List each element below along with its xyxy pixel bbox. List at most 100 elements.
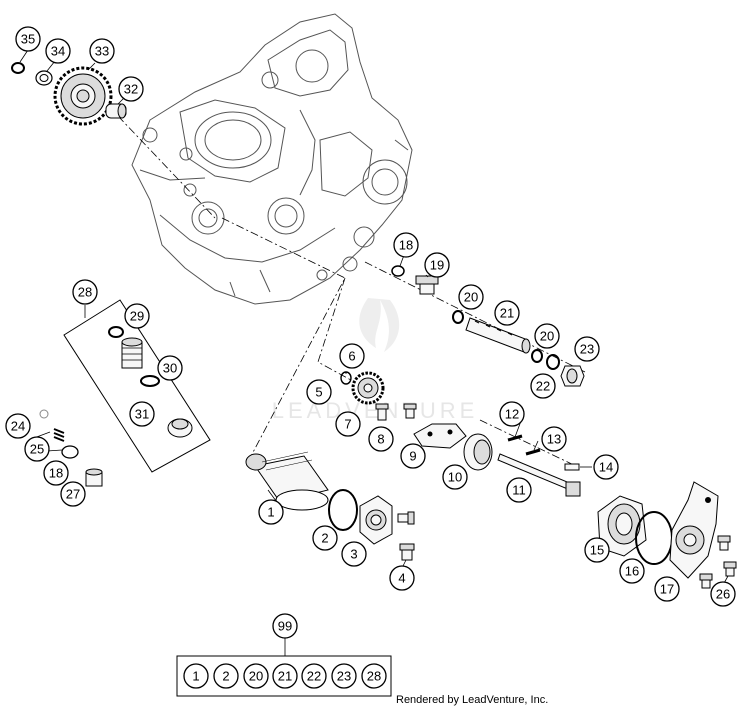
- kit-item-20: 20: [243, 663, 269, 689]
- svg-text:23: 23: [580, 342, 594, 357]
- part-10-pump-rotor: [463, 433, 493, 471]
- part-9-cover-plate: [413, 423, 467, 449]
- part-34-washer: [35, 70, 53, 86]
- svg-text:17: 17: [660, 582, 674, 597]
- callout-7: 7: [335, 411, 361, 437]
- svg-text:18: 18: [399, 238, 413, 253]
- part-20-oring-a: [452, 310, 464, 324]
- callout-19: 19: [424, 252, 450, 278]
- kit-99-contents: 1 2 20 21 22 23 28: [183, 663, 387, 689]
- svg-text:19: 19: [430, 258, 444, 273]
- callout-9: 9: [400, 443, 426, 469]
- part-2-oring: [328, 489, 358, 531]
- part-12-pin: [507, 434, 523, 442]
- callout-30: 30: [157, 355, 183, 381]
- svg-text:13: 13: [547, 432, 561, 447]
- callout-18-lower: 18: [43, 460, 69, 486]
- part-35-circlip: [11, 62, 25, 74]
- callout-26: 26: [710, 581, 736, 607]
- svg-text:99: 99: [278, 619, 292, 634]
- part-18-washer-b: [61, 445, 79, 459]
- callout-29: 29: [124, 303, 150, 329]
- kit-28-frame: [63, 299, 211, 473]
- callout-11: 11: [506, 477, 532, 503]
- part-27-plug: [85, 468, 103, 487]
- part-20-oring-b: [531, 349, 543, 363]
- part-26-bolt-mid: [723, 561, 737, 577]
- callout-2: 2: [312, 525, 338, 551]
- assembly-centerlines: [117, 115, 586, 469]
- callout-33: 33: [89, 38, 115, 64]
- callout-25: 25: [24, 436, 50, 462]
- callout-20-upper: 20: [458, 284, 484, 310]
- svg-text:23: 23: [337, 669, 351, 684]
- svg-text:30: 30: [163, 361, 177, 376]
- callouts: 35 34 33 32 18 19 20 21 20 22 23 28 29 3…: [5, 26, 736, 639]
- svg-text:29: 29: [130, 309, 144, 324]
- callout-20-lower: 20: [534, 323, 560, 349]
- svg-text:22: 22: [307, 669, 321, 684]
- svg-text:28: 28: [78, 285, 92, 300]
- svg-text:4: 4: [398, 571, 405, 586]
- part-18-washer-a: [391, 265, 405, 277]
- svg-text:26: 26: [716, 587, 730, 602]
- svg-text:32: 32: [124, 82, 138, 97]
- svg-text:9: 9: [409, 449, 416, 464]
- svg-text:12: 12: [505, 407, 519, 422]
- part-25-spring: [53, 428, 65, 442]
- svg-text:2: 2: [321, 531, 328, 546]
- callout-5: 5: [306, 379, 332, 405]
- part-4-bolt-lower: [399, 543, 415, 561]
- callout-21: 21: [494, 300, 520, 326]
- engine-crankcase: [131, 13, 413, 305]
- svg-text:20: 20: [464, 290, 478, 305]
- svg-text:2: 2: [222, 669, 229, 684]
- callout-12: 12: [499, 401, 525, 427]
- callout-17: 17: [654, 576, 680, 602]
- kit-item-1: 1: [183, 663, 209, 689]
- kit-item-22: 22: [301, 663, 327, 689]
- part-15-pump-housing: [597, 495, 647, 557]
- svg-text:24: 24: [11, 419, 25, 434]
- svg-text:31: 31: [135, 407, 149, 422]
- part-29-pressure-valve: [121, 337, 143, 369]
- svg-text:10: 10: [448, 470, 462, 485]
- svg-text:28: 28: [367, 669, 381, 684]
- svg-text:20: 20: [249, 669, 263, 684]
- callout-8: 8: [368, 426, 394, 452]
- kit-item-28: 28: [361, 663, 387, 689]
- part-14-dowel: [564, 463, 580, 471]
- part-7-bolt: [375, 403, 389, 421]
- callout-4: 4: [389, 565, 415, 591]
- callout-99: 99: [272, 613, 298, 639]
- callout-13: 13: [541, 426, 567, 452]
- render-credit: Rendered by LeadVenture, Inc.: [396, 694, 549, 706]
- part-26-bolt-lower: [699, 573, 713, 589]
- part-31-plug: [167, 418, 193, 438]
- svg-text:18: 18: [49, 466, 63, 481]
- svg-text:20: 20: [540, 329, 554, 344]
- kit-99-frame: [176, 638, 392, 697]
- callout-15: 15: [584, 537, 610, 563]
- callout-3: 3: [341, 541, 367, 567]
- svg-text:3: 3: [350, 547, 357, 562]
- kit-item-23: 23: [331, 663, 357, 689]
- callout-16: 16: [619, 558, 645, 584]
- part-23-plug-screw: [560, 365, 585, 387]
- svg-text:21: 21: [278, 669, 292, 684]
- svg-text:6: 6: [348, 349, 355, 364]
- svg-text:33: 33: [95, 44, 109, 59]
- kit-item-21: 21: [272, 663, 298, 689]
- part-6-oil-pump-gear: [351, 371, 385, 405]
- svg-text:11: 11: [512, 483, 526, 498]
- part-13-pin: [525, 448, 541, 456]
- callout-23: 23: [574, 336, 600, 362]
- part-17-pump-cover: [669, 481, 719, 579]
- callout-28: 28: [72, 279, 98, 305]
- svg-text:22: 22: [536, 379, 550, 394]
- callout-18-upper: 18: [393, 232, 419, 258]
- part-1-oil-filter: [245, 451, 329, 511]
- svg-text:35: 35: [21, 32, 35, 47]
- part-3-filter-cover: [359, 495, 393, 545]
- callout-35: 35: [15, 26, 41, 52]
